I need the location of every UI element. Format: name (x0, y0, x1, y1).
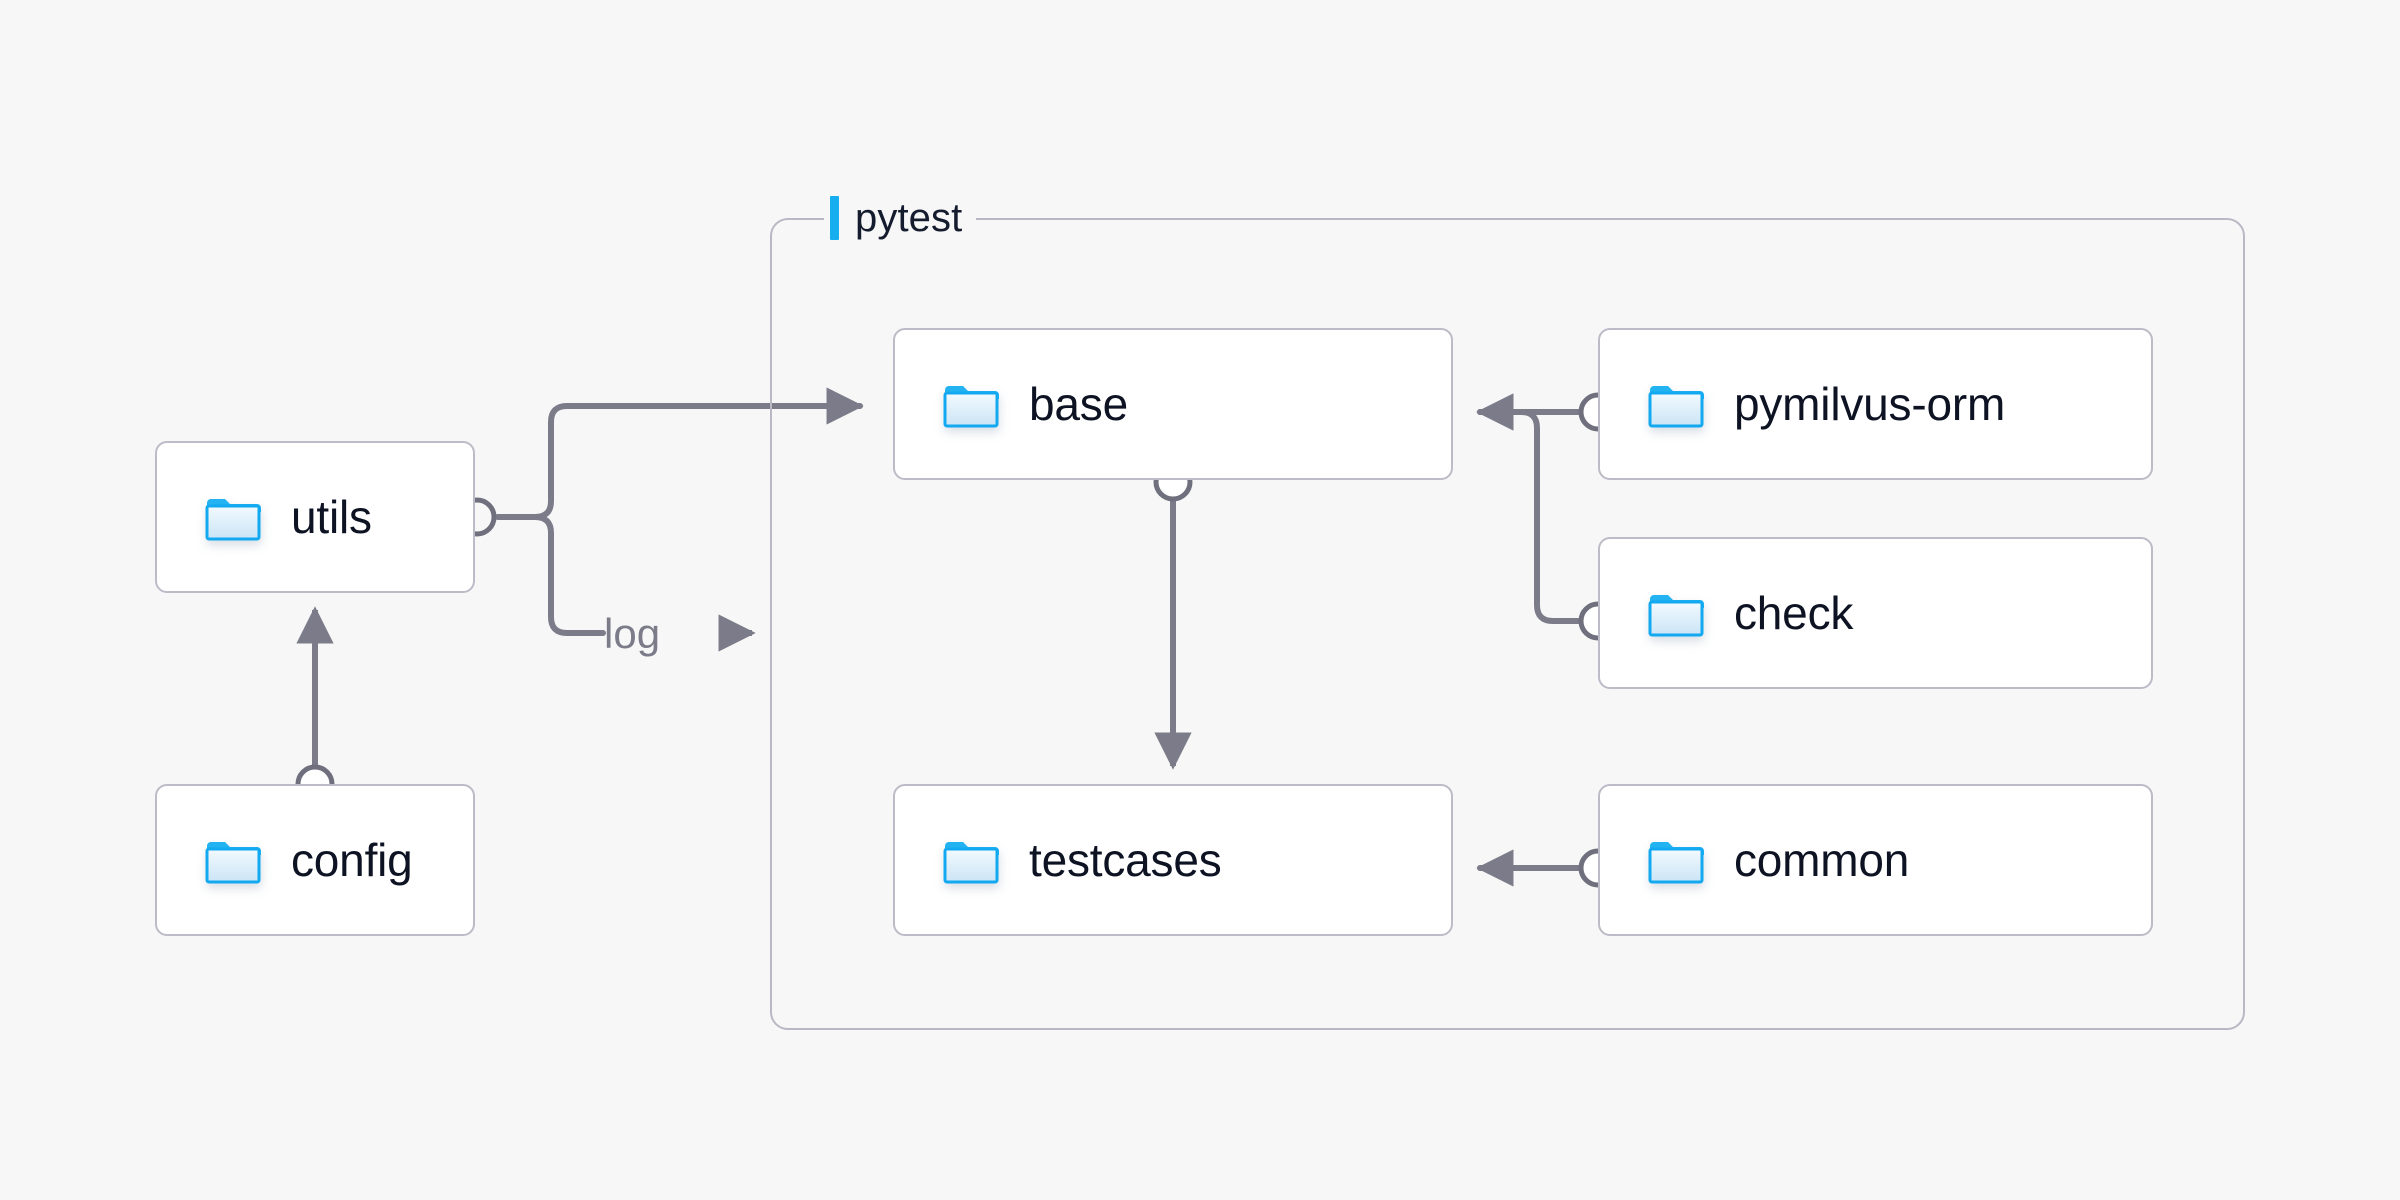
group-container-pytest[interactable] (770, 218, 2245, 1030)
group-label-pytest: pytest (824, 195, 977, 241)
node-base[interactable]: base (893, 328, 1453, 480)
node-label: check (1734, 587, 1854, 639)
folder-icon (205, 836, 261, 884)
node-testcases[interactable]: testcases (893, 784, 1453, 936)
node-common[interactable]: common (1598, 784, 2153, 936)
node-label: utils (291, 491, 372, 543)
node-config[interactable]: config (155, 784, 475, 936)
edge-label-log: log (604, 610, 661, 657)
folder-icon (943, 836, 999, 884)
folder-icon (943, 380, 999, 428)
node-label: testcases (1029, 834, 1222, 886)
node-label: pymilvus-orm (1734, 378, 2006, 430)
node-pymilvus-orm[interactable]: pymilvus-orm (1598, 328, 2153, 480)
node-check[interactable]: check (1598, 537, 2153, 689)
node-label: config (291, 834, 413, 886)
node-label: base (1029, 378, 1128, 430)
group-accent-bar (830, 196, 839, 240)
folder-icon (1648, 589, 1704, 637)
node-utils[interactable]: utils (155, 441, 475, 593)
folder-icon (205, 493, 261, 541)
node-label: common (1734, 834, 1910, 886)
folder-icon (1648, 836, 1704, 884)
group-title-text: pytest (855, 196, 963, 240)
folder-icon (1648, 380, 1704, 428)
